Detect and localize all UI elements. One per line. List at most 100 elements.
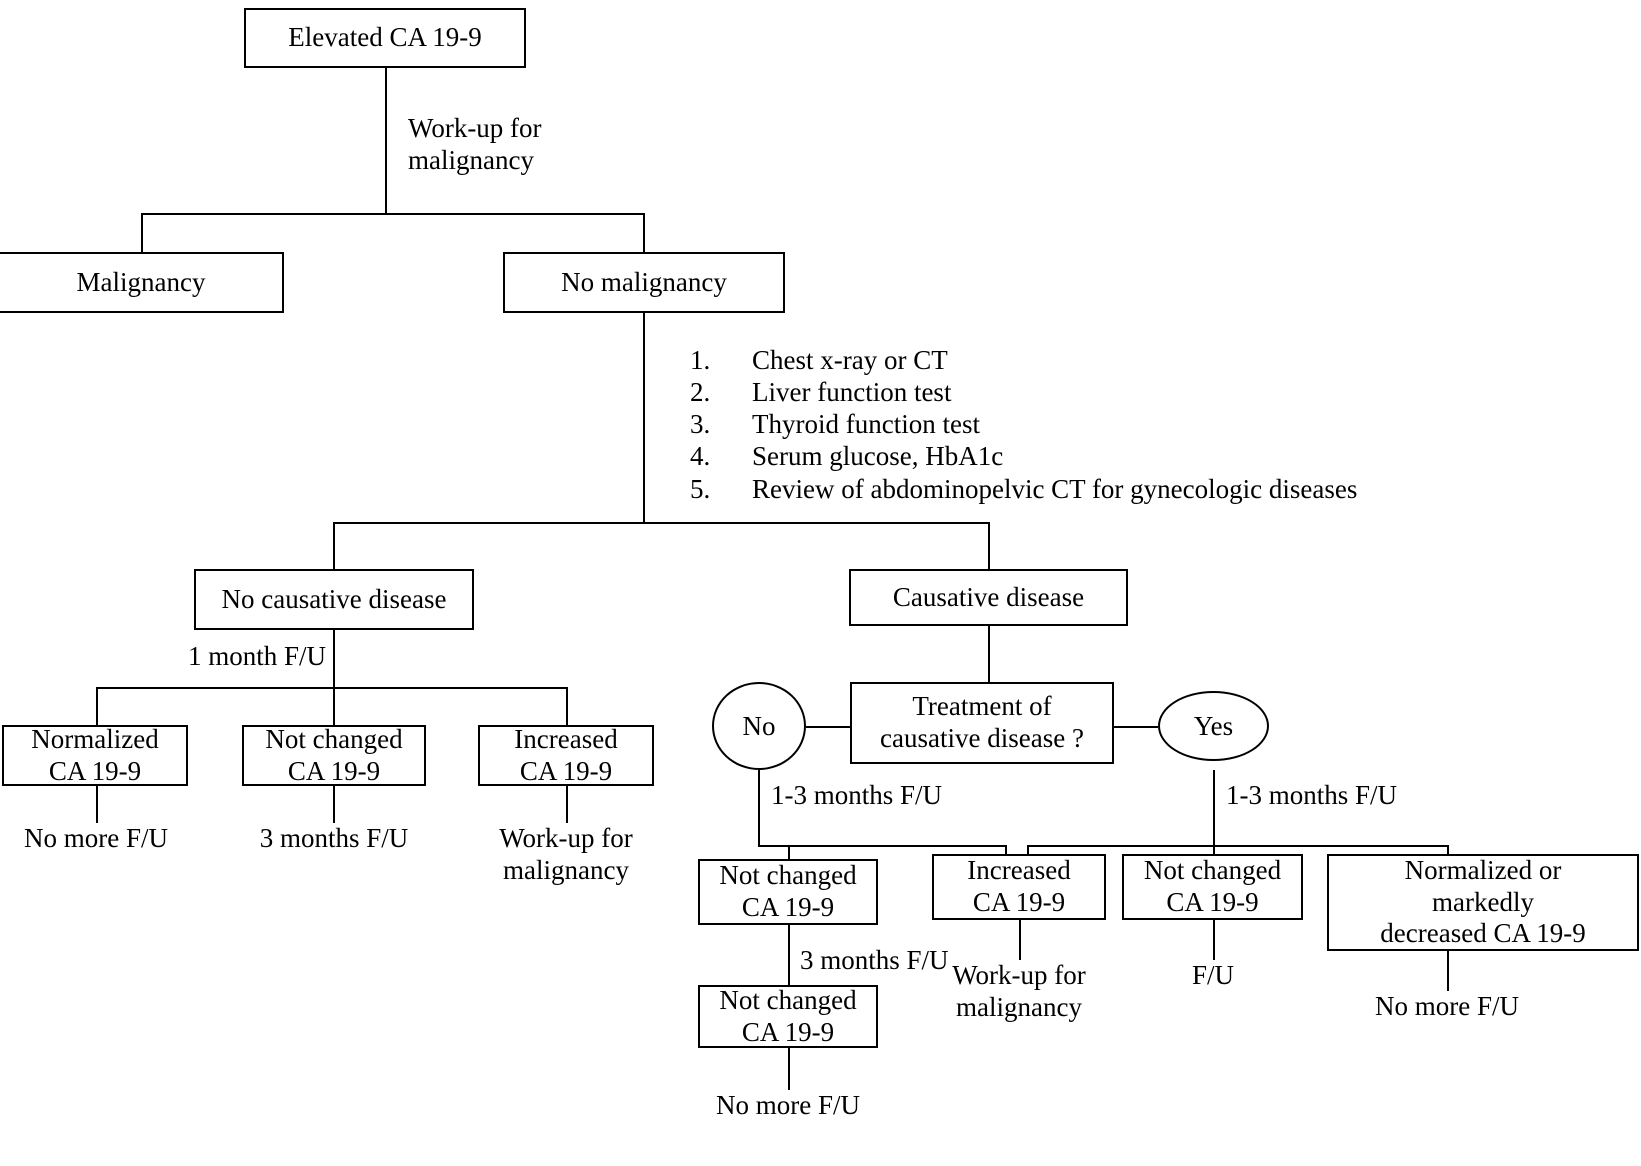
node-no-malignancy[interactable]: No malignancy <box>503 252 785 313</box>
label-no-more-fu-left: No more F/U <box>0 823 192 855</box>
connector-no-increased-down <box>1019 920 1021 960</box>
label-workup-malignancy-mid-line2: malignancy <box>956 991 1082 1022</box>
node-no-branch-not-changed-line2: CA 19-9 <box>741 892 835 922</box>
node-malignancy[interactable]: Malignancy <box>0 252 284 313</box>
node-left-not-changed[interactable]: Not changed CA 19-9 <box>242 723 426 786</box>
node-left-not-changed-line1: Not changed <box>265 723 403 754</box>
list-item-number: 1. <box>690 345 711 375</box>
node-treatment-question[interactable]: Treatment of causative disease ? <box>850 682 1114 764</box>
connector-split-yes-branch <box>1027 845 1447 847</box>
connector-to-left-increased <box>566 687 568 725</box>
node-no-branch-increased-line2: CA 19-9 <box>972 887 1066 917</box>
node-yes-branch-not-changed-line2: CA 19-9 <box>1166 887 1259 917</box>
node-no-circle-label: No <box>742 710 776 741</box>
node-no-causative-disease[interactable]: No causative disease <box>194 569 474 630</box>
node-treatment-question-line1: Treatment of <box>912 691 1052 722</box>
node-no-malignancy-label: No malignancy <box>561 266 727 297</box>
connector-to-no-malignancy <box>643 213 645 252</box>
connector-to-left-notchanged <box>333 687 335 725</box>
connector-no-notchanged2-down <box>788 1048 790 1090</box>
node-yes-branch-normalized-line1: Normalized or <box>1404 855 1562 886</box>
connector-to-yes-normalized <box>1447 845 1449 859</box>
label-fu-yes-text: F/U <box>1191 960 1235 990</box>
label-three-months-fu-no-text: 3 months F/U <box>800 945 949 975</box>
connector-split-level1 <box>141 213 643 215</box>
node-treatment-question-line2: causative disease ? <box>880 723 1084 753</box>
label-no-more-fu-left-text: No more F/U <box>24 823 168 853</box>
list-item-number: 2. <box>690 377 711 408</box>
workup-test-list: 1. Chest x-ray or CT 2. Liver function t… <box>690 344 1357 505</box>
node-left-not-changed-line2: CA 19-9 <box>287 755 381 786</box>
node-left-normalized-line1: Normalized <box>31 723 159 754</box>
connector-to-causative <box>988 522 990 569</box>
label-three-months-fu-left-text: 3 months F/U <box>259 823 409 853</box>
node-left-normalized-line2: CA 19-9 <box>48 755 142 786</box>
connector-yes-notchanged-down <box>1213 920 1215 960</box>
label-no-more-fu-bottom-text: No more F/U <box>716 1090 860 1120</box>
node-causative-disease[interactable]: Causative disease <box>849 569 1128 626</box>
list-item-text: Thyroid function test <box>752 409 980 440</box>
label-one-month-fu-text: 1 month F/U <box>188 641 327 671</box>
label-workup-malignancy-mid-line1: Work-up for <box>952 960 1086 990</box>
node-yes-branch-normalized-line2: markedly <box>1432 886 1534 917</box>
node-elevated-ca199[interactable]: Elevated CA 19-9 <box>244 8 526 68</box>
connector-left-increased-down <box>566 786 568 823</box>
list-item-number: 3. <box>690 409 711 440</box>
list-item-text: Serum glucose, HbA1c <box>752 441 1004 472</box>
label-one-to-three-months-fu-no-text: 1-3 months F/U <box>771 780 943 810</box>
node-yes-circle[interactable]: Yes <box>1158 691 1269 761</box>
node-no-branch-not-changed-line1: Not changed <box>719 860 857 891</box>
list-item: 2. Liver function test <box>690 376 1357 408</box>
connector-yes-normalized-down <box>1447 951 1449 991</box>
connector-to-no-increased <box>1005 845 1007 859</box>
label-no-more-fu-bottom: No more F/U <box>692 1090 884 1122</box>
label-three-months-fu-no: 3 months F/U <box>800 945 949 977</box>
list-item: 3. Thyroid function test <box>690 408 1357 440</box>
connector-to-no-notchanged <box>788 845 790 859</box>
node-no-branch-not-changed[interactable]: Not changed CA 19-9 <box>698 859 878 925</box>
list-item-text: Chest x-ray or CT <box>752 345 948 375</box>
list-item-number: 5. <box>690 473 711 504</box>
connector-to-yes-notchanged <box>1213 845 1215 859</box>
label-workup-malignancy-left-line2: malignancy <box>503 854 629 885</box>
connector-left-notchanged-down <box>333 786 335 823</box>
label-one-to-three-months-fu-yes: 1-3 months F/U <box>1226 780 1397 812</box>
node-yes-branch-normalized[interactable]: Normalized or markedly decreased CA 19-9 <box>1327 854 1639 951</box>
connector-split-left-three <box>96 687 566 689</box>
node-no-branch-increased[interactable]: Increased CA 19-9 <box>932 854 1106 920</box>
node-causative-disease-label: Causative disease <box>892 581 1085 612</box>
node-left-normalized[interactable]: Normalized CA 19-9 <box>2 723 188 786</box>
node-no-branch-increased-line1: Increased <box>967 855 1071 886</box>
connector-elevated-down <box>385 68 387 213</box>
node-no-branch-not-changed-2-line1: Not changed <box>719 984 857 1015</box>
node-left-increased[interactable]: Increased CA 19-9 <box>478 723 654 786</box>
list-item: 5. Review of abdominopelvic CT for gynec… <box>690 473 1357 505</box>
node-no-circle[interactable]: No <box>712 682 806 770</box>
node-yes-branch-not-changed-line1: Not changed <box>1143 855 1282 886</box>
list-item-text: Liver function test <box>752 377 952 408</box>
connector-left-normalized-down <box>96 786 98 823</box>
label-no-more-fu-right: No more F/U <box>1351 991 1543 1023</box>
label-workup-malignancy-top-line2: malignancy <box>408 144 534 175</box>
list-item-text: Review of abdominopelvic CT for gynecolo… <box>752 473 1358 504</box>
connector-split-no-branch <box>758 845 1005 847</box>
label-workup-malignancy-top-line1: Work-up for <box>408 113 542 143</box>
connector-no-notchanged-down <box>788 925 790 985</box>
node-yes-circle-label: Yes <box>1193 710 1234 741</box>
connector-yes-circle-link <box>1114 726 1158 728</box>
connector-split-level2 <box>333 522 988 524</box>
connector-yes-circle-down <box>1213 770 1215 845</box>
connector-no-malignancy-down <box>643 313 645 522</box>
node-left-increased-line2: CA 19-9 <box>519 755 613 786</box>
label-fu-yes: F/U <box>1117 960 1309 992</box>
label-three-months-fu-left: 3 months F/U <box>238 823 430 855</box>
list-item: 1. Chest x-ray or CT <box>690 344 1357 376</box>
node-no-branch-not-changed-2[interactable]: Not changed CA 19-9 <box>698 985 878 1048</box>
node-elevated-ca199-label: Elevated CA 19-9 <box>288 22 482 53</box>
node-yes-branch-not-changed[interactable]: Not changed CA 19-9 <box>1122 854 1303 920</box>
node-no-causative-disease-label: No causative disease <box>221 583 447 614</box>
node-left-increased-line1: Increased <box>514 723 618 754</box>
